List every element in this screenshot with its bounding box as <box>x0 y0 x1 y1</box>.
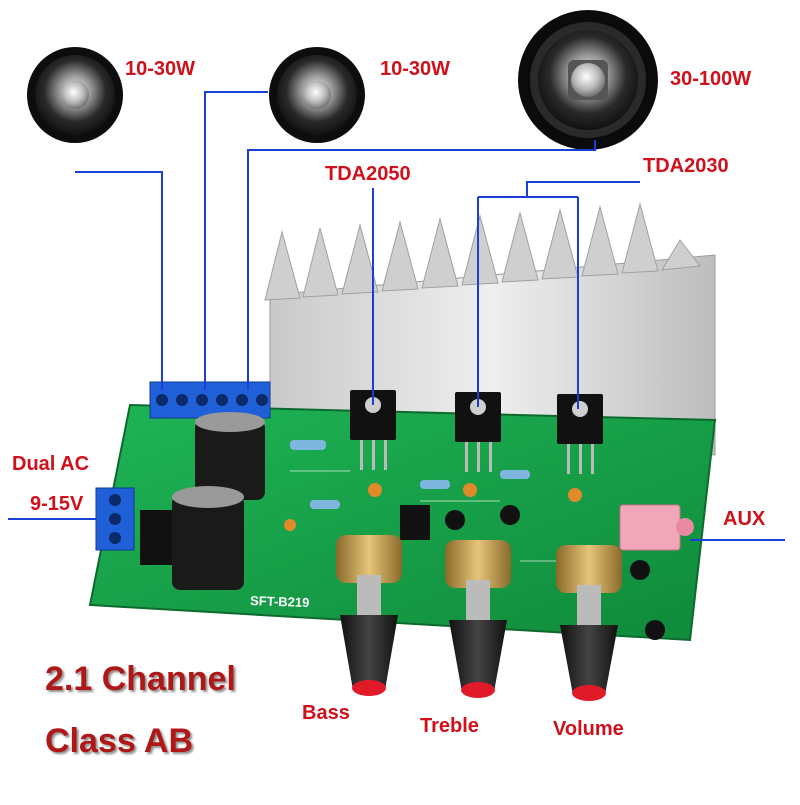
wire-speaker-1 <box>75 171 163 390</box>
volume-knob <box>556 545 622 701</box>
wire-speaker-2 <box>204 91 268 390</box>
filter-capacitor-top <box>195 412 265 500</box>
tda2050-label: TDA2050 <box>325 163 411 185</box>
tda2030-label: TDA2030 <box>643 155 729 177</box>
wire-tda2030-header <box>526 181 640 197</box>
speaker-2-power-label: 10-30W <box>380 58 451 80</box>
voltage-label: 9-15V <box>30 493 84 515</box>
headline-channel: 2.1 Channel <box>45 660 236 698</box>
bass-label: Bass <box>302 702 350 724</box>
aux-jack <box>619 504 694 551</box>
speaker-terminal-block <box>149 381 271 419</box>
amp-chip-tda2050 <box>350 390 396 470</box>
subwoofer-speaker <box>518 10 658 150</box>
small-components <box>284 440 665 640</box>
dual-ac-label: Dual AC <box>12 453 90 475</box>
filter-capacitor-bottom <box>172 486 244 590</box>
speaker-small-right <box>269 47 365 143</box>
speaker-1-power-label: 10-30W <box>125 58 196 80</box>
aux-label: AUX <box>723 508 766 530</box>
bass-knob <box>336 535 402 696</box>
power-terminal-block <box>95 487 135 551</box>
subwoofer-power-label: 30-100W <box>670 68 752 90</box>
speaker-small-left <box>27 47 123 143</box>
callout-wires <box>8 91 785 541</box>
amp-chip-tda2030-right <box>557 394 603 474</box>
rectifier-block <box>140 510 172 565</box>
board-marking: SFT-B219 <box>250 593 310 610</box>
volume-label: Volume <box>553 718 624 740</box>
treble-label: Treble <box>420 715 479 737</box>
headline-class: Class AB <box>45 722 194 760</box>
treble-knob <box>445 540 511 698</box>
wire-subwoofer <box>247 140 596 390</box>
